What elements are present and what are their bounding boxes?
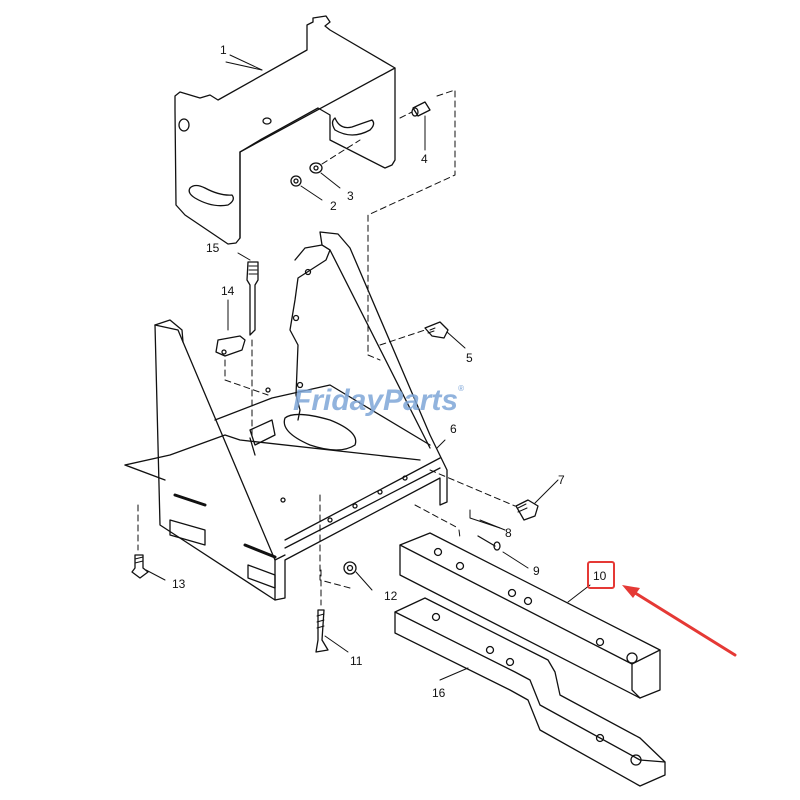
callout-4: 4 (421, 152, 428, 166)
part-1-top-bracket (174, 15, 396, 245)
part-13-bolt (131, 504, 166, 581)
part-16-drawbar (394, 597, 666, 787)
part-9-pin (414, 504, 529, 569)
callout-7: 7 (558, 473, 565, 487)
fridayparts-watermark: FridayParts® (293, 384, 464, 418)
callout-11: 11 (350, 654, 363, 668)
callout-3: 3 (347, 189, 354, 203)
part-8-cotter-pin (469, 509, 506, 531)
callout-9: 9 (533, 564, 540, 578)
callout-14: 14 (221, 284, 235, 298)
watermark-text: FridayParts (293, 384, 459, 417)
callout-13: 13 (172, 577, 186, 591)
part-4-spacer (367, 89, 456, 361)
callout-15: 15 (206, 241, 220, 255)
part-12-nut (319, 494, 373, 591)
callout-16: 16 (432, 686, 446, 700)
callout-12: 12 (384, 589, 398, 603)
callout-1: 1 (220, 43, 227, 57)
callout-8: 8 (505, 526, 512, 540)
part-7-bolt (429, 469, 559, 521)
part-15-pin (237, 252, 259, 441)
part-10-drawbar (399, 532, 661, 699)
part-2-nut (290, 175, 323, 201)
part-5-bolt (379, 321, 466, 349)
callout-10: 10 (593, 569, 607, 583)
highlight-arrow (622, 585, 737, 657)
leader-1 (229, 54, 263, 71)
registered-mark: ® (458, 384, 464, 393)
part-6-main-frame (124, 231, 448, 601)
callout-5: 5 (466, 351, 473, 365)
callout-6: 6 (450, 422, 457, 436)
leader-6 (436, 439, 446, 449)
part-11-bolt (315, 569, 349, 653)
callout-2: 2 (330, 199, 337, 213)
highlight-box-10 (587, 561, 615, 589)
part-14-latch (215, 299, 269, 396)
part-3-washer (309, 139, 361, 189)
